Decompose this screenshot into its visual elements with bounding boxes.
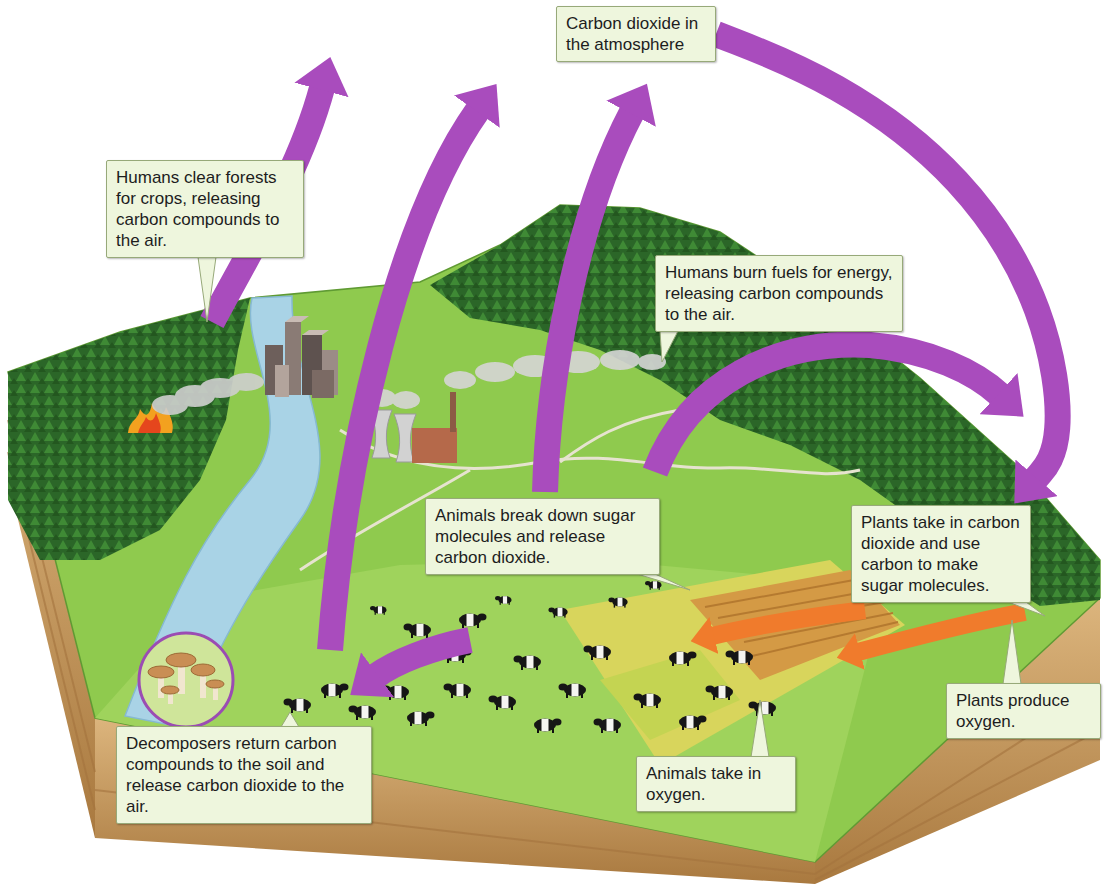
- callout-text: Humans clear forests for crops, releasin…: [116, 167, 294, 251]
- carbon-flow-arrows: [545, 112, 632, 492]
- callout-pointers: [198, 257, 1045, 757]
- cattle: [634, 694, 662, 709]
- callout-text: Humans burn fuels for energy, releasing …: [665, 262, 893, 325]
- cattle: [321, 684, 349, 699]
- cattle: [284, 581, 777, 733]
- cattle: [584, 646, 612, 661]
- oxygen-flow-arrows: [712, 610, 1025, 652]
- river: [125, 296, 320, 728]
- callout-pointer: [1008, 602, 1045, 616]
- cattle: [495, 596, 512, 605]
- power-plant: [444, 371, 476, 389]
- forest: [430, 205, 1100, 606]
- city: [285, 316, 329, 335]
- power-plant: [392, 391, 420, 409]
- power-plant: [368, 350, 666, 463]
- callout-box: Animals take in oxygen.: [636, 756, 796, 812]
- oxygen-flow-arrows: [712, 610, 865, 636]
- cattle: [459, 614, 487, 629]
- city: [265, 316, 338, 398]
- ground-surface: [8, 205, 1100, 862]
- callout-box: Humans burn fuels for energy, releasing …: [655, 255, 903, 332]
- cattle: [706, 686, 734, 701]
- cattle: [489, 696, 517, 711]
- cattle: [534, 719, 562, 734]
- cattle: [370, 606, 387, 615]
- city: [275, 365, 289, 397]
- cattle: [608, 597, 627, 607]
- callout-pointer: [637, 574, 690, 590]
- forest-fire: [228, 373, 264, 391]
- callout-text: Decomposers return carbon compounds to t…: [126, 733, 362, 817]
- callout-pointer: [198, 257, 216, 322]
- oxygen-flow-arrows: [858, 612, 1025, 652]
- forest-fire: [128, 373, 264, 433]
- callout-pointer: [281, 712, 299, 727]
- power-plant: [450, 392, 456, 432]
- decomposer-inset: [166, 653, 196, 667]
- cattle: [548, 607, 567, 617]
- power-plant: [600, 350, 640, 370]
- callout-box: Plants take in carbon dioxide and use ca…: [851, 505, 1031, 603]
- carbon-flow-arrows: [376, 640, 470, 676]
- cattle: [284, 699, 312, 714]
- cattle: [594, 719, 622, 734]
- carbon-flow-arrows: [655, 345, 1000, 472]
- callout-text: Plants take in carbon dioxide and use ca…: [861, 512, 1021, 596]
- cattle: [514, 656, 542, 671]
- ground-surface: [8, 205, 1100, 862]
- forest-fire: [138, 413, 161, 433]
- decomposer-inset: [139, 633, 233, 727]
- cattle: [407, 712, 435, 727]
- callout-pointer: [1003, 620, 1021, 684]
- callout-box: Humans clear forests for crops, releasin…: [106, 160, 304, 258]
- power-plant: [475, 362, 515, 382]
- cattle: [444, 684, 472, 699]
- cattle: [349, 706, 377, 721]
- callout-box: Plants produce oxygen.: [946, 683, 1101, 739]
- cattle: [726, 651, 754, 666]
- callout-box: Animals break down sugar molecules and r…: [425, 498, 660, 575]
- power-plant: [368, 350, 666, 409]
- cattle: [679, 716, 707, 731]
- cattle: [404, 624, 432, 639]
- decomposer-inset: [161, 686, 179, 694]
- city: [312, 370, 334, 398]
- callout-text: Plants produce oxygen.: [956, 690, 1091, 732]
- callout-text: Carbon dioxide in the atmosphere: [566, 13, 706, 55]
- crop-fields: [600, 650, 740, 740]
- power-plant: [412, 428, 457, 463]
- decomposer-inset: [148, 666, 174, 678]
- callout-box: Decomposers return carbon compounds to t…: [116, 726, 372, 824]
- decomposer-inset: [139, 633, 233, 727]
- callout-pointer: [660, 331, 678, 362]
- forest: [8, 298, 250, 560]
- forest-fire: [152, 373, 264, 415]
- cattle: [669, 652, 697, 667]
- callout-text: Animals take in oxygen.: [646, 763, 786, 805]
- callout-pointer: [751, 700, 769, 757]
- decomposer-inset: [148, 653, 224, 694]
- callout-box: Carbon dioxide in the atmosphere: [556, 6, 716, 62]
- roads: [300, 410, 860, 570]
- river: [125, 296, 320, 728]
- decomposer-inset: [191, 664, 215, 676]
- callout-text: Animals break down sugar molecules and r…: [435, 505, 650, 568]
- decomposer-inset: [206, 680, 224, 688]
- cattle: [645, 581, 662, 590]
- cattle: [559, 684, 587, 699]
- cattle: [382, 686, 410, 701]
